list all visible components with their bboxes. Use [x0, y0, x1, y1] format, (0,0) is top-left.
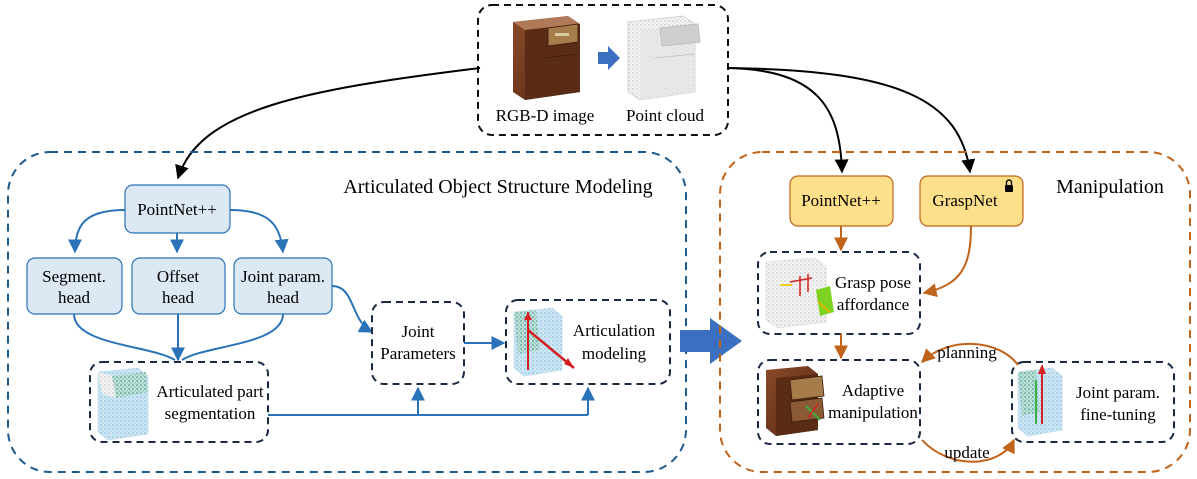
adaptive-cabinet [766, 366, 825, 436]
joint-parameters-line1: Joint [401, 322, 434, 341]
finetune-pointcloud [1017, 364, 1063, 437]
arrow-input-to-graspnet [727, 67, 976, 174]
manipulation-region [719, 151, 1191, 473]
offset-head-line1: Offset [157, 267, 199, 286]
adaptive-frame [757, 359, 921, 445]
arrow-backbone-to-segment [68, 209, 126, 254]
grasp-pose-line1: Grasp pose [835, 273, 911, 292]
grasp-pose-frame [757, 251, 921, 335]
rgbd-label: RGB-D image [496, 106, 595, 125]
articulation-line1: Articulation [573, 321, 656, 340]
articulation-line2: modeling [582, 344, 647, 363]
planning-label: planning [937, 343, 997, 362]
segmentation-pointcloud [97, 367, 149, 441]
arrow-update [921, 438, 1015, 463]
finetune-line2: fine-tuning [1080, 405, 1156, 424]
lock-icon [1005, 179, 1013, 192]
segmentation-line2: segmentation [165, 404, 256, 423]
finetune-frame [1011, 361, 1175, 443]
arrow-input-to-pointnet [175, 67, 481, 180]
segment-head-line1: Segment. [42, 267, 106, 286]
joint-head-line1: Joint param. [241, 267, 325, 286]
modeling-region [7, 151, 687, 473]
input-transition-arrow [598, 46, 620, 70]
graspnet-label: GraspNet [932, 191, 997, 210]
arrow-planning [920, 342, 1019, 366]
point-cloud-label: Point cloud [626, 106, 704, 125]
arrow-input-to-pointnet-manip [727, 67, 849, 174]
point-cloud-image [627, 15, 701, 101]
segmentation-line1: Articulated part [156, 382, 263, 401]
articulation-frame [505, 299, 671, 385]
arrow-graspnet-to-grasp [922, 225, 972, 298]
segmentation-frame [89, 361, 269, 443]
grasp-pose-line2: affordance [837, 295, 909, 314]
adaptive-line2: manipulation [828, 403, 918, 422]
joint-parameters-frame [371, 301, 465, 385]
modeling-to-manipulation-arrow [680, 318, 742, 364]
rgbd-image [513, 16, 580, 100]
arrow-joint-merge [181, 313, 284, 361]
articulation-pointcloud [513, 307, 575, 377]
segment-head-line2: head [58, 288, 91, 307]
modeling-title: Articulated Object Structure Modeling [343, 176, 652, 198]
input-frame [477, 4, 729, 136]
backbone-pointnet-label: PointNet++ [137, 200, 217, 219]
offset-head-line2: head [162, 288, 195, 307]
arrow-jointhead-to-params [331, 285, 374, 333]
adaptive-line1: Adaptive [842, 381, 904, 400]
finetune-line1: Joint param. [1076, 383, 1160, 402]
grasp-pose-pointcloud [765, 257, 834, 329]
joint-parameters-line2: Parameters [380, 344, 456, 363]
manipulation-title: Manipulation [1056, 176, 1164, 198]
update-label: update [944, 443, 989, 462]
arrow-segment-merge [73, 313, 176, 361]
arrow-backbone-to-joint [229, 209, 289, 254]
pointnet-manip-label: PointNet++ [801, 191, 881, 210]
joint-head-line2: head [267, 288, 300, 307]
